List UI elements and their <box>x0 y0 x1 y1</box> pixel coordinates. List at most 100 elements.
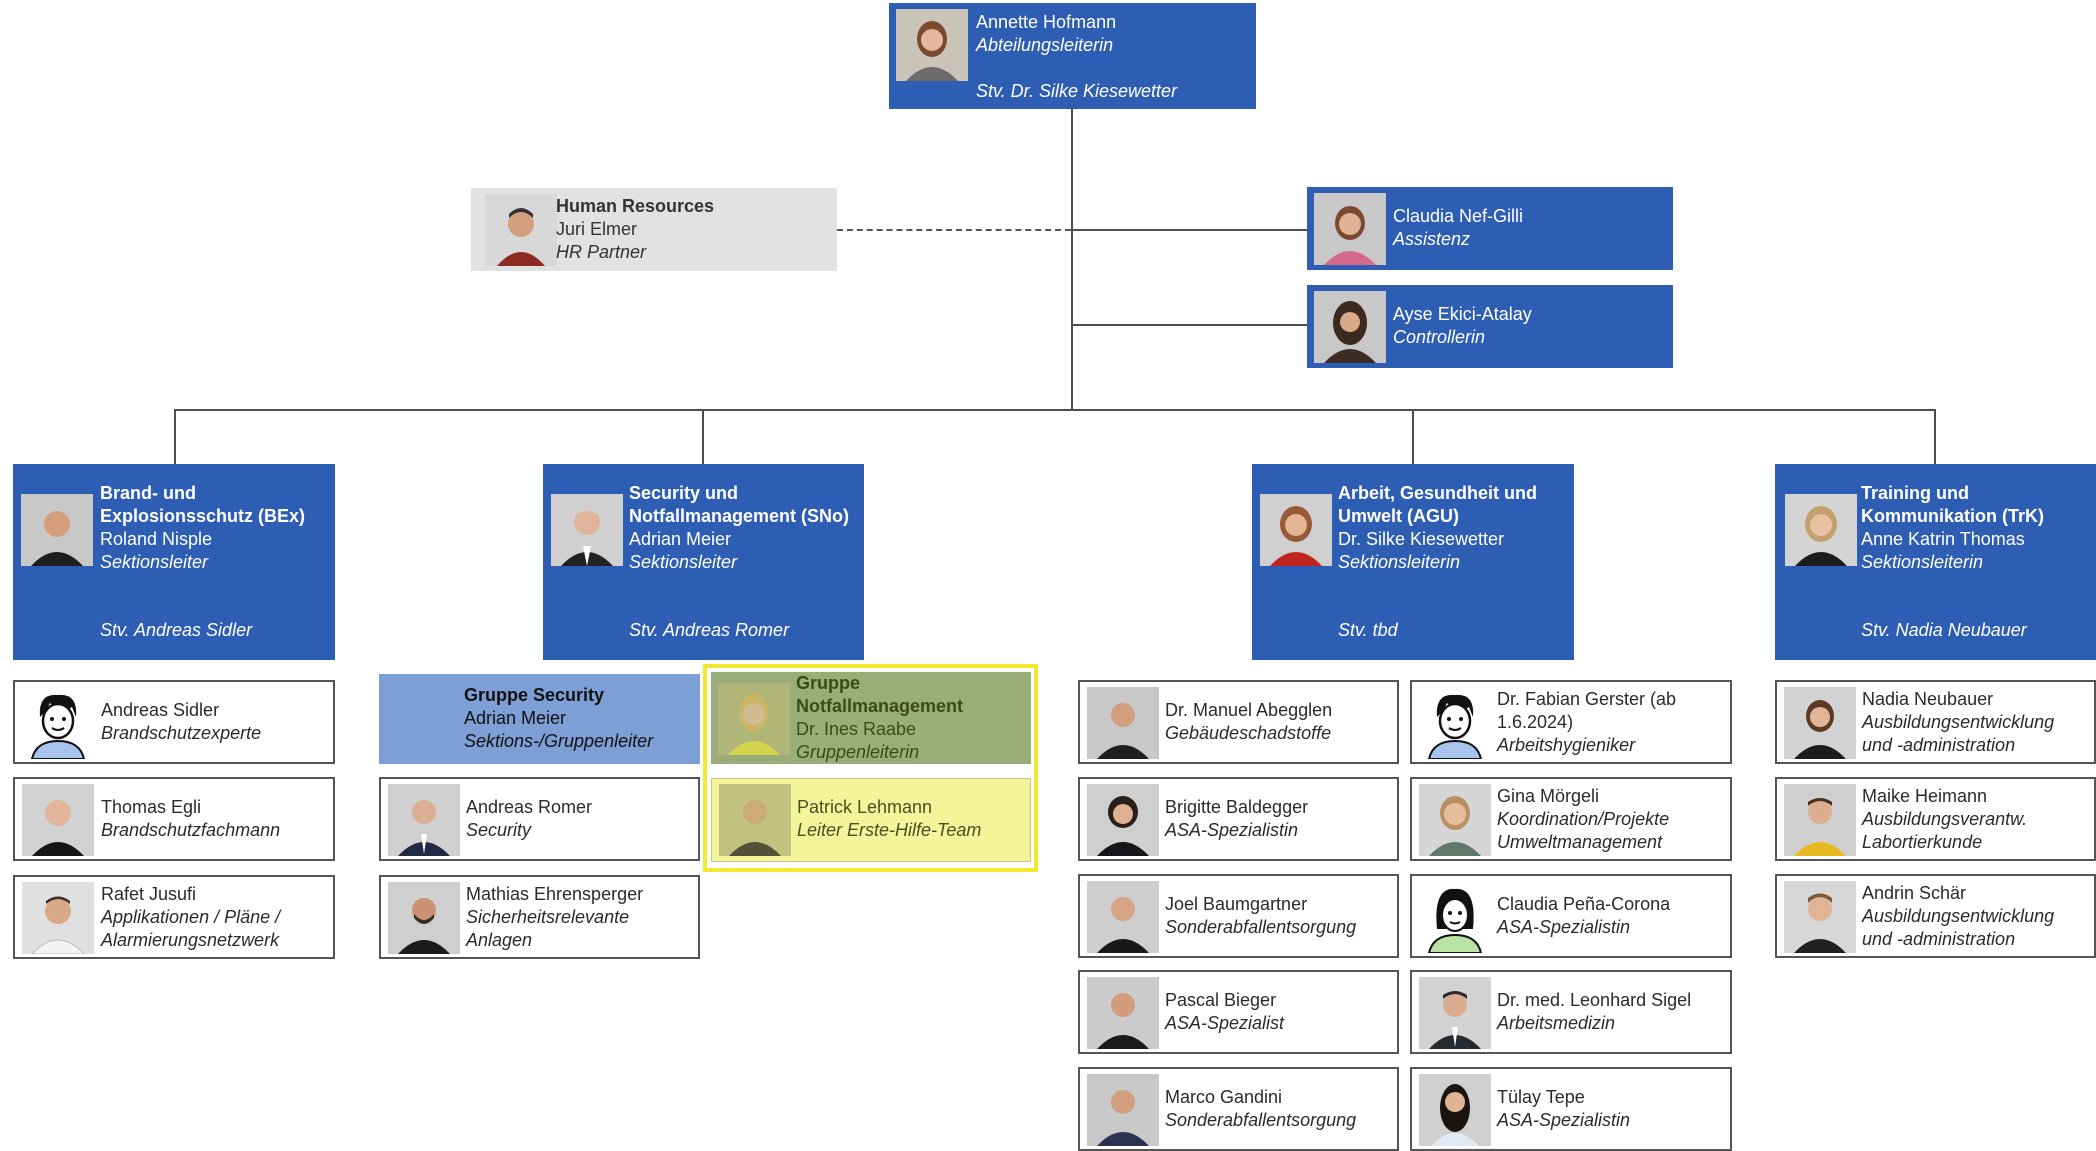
security-member-card: Mathias Ehrensperger Sicherheitsrelevant… <box>379 875 700 959</box>
emergency-member-name: Patrick Lehmann <box>797 797 933 817</box>
agu-member-name: Dr. med. Leonhard Sigel <box>1497 990 1692 1010</box>
section-sno-name: Adrian Meier <box>629 529 732 549</box>
agu-member-role: Gebäudeschadstoffe <box>1165 723 1332 743</box>
hr-photo <box>485 194 557 266</box>
agu-member-role: Sonderabfallentsorgung <box>1165 917 1357 937</box>
security-group-name: Adrian Meier <box>464 708 567 728</box>
section-bex-photo <box>21 494 93 566</box>
bex-member-photo <box>22 882 94 954</box>
agu-member-photo <box>1419 977 1491 1049</box>
section-agu-deputy: Stv. tbd <box>1338 620 1398 640</box>
security-group-role: Sektions-/Gruppenleiter <box>464 731 654 751</box>
agu-member-card: Gina Mörgeli Koordination/Projekte Umwel… <box>1410 777 1732 861</box>
trk-member-name: Maike Heimann <box>1862 786 1988 806</box>
agu-member-name: Brigitte Baldegger <box>1165 797 1309 817</box>
person-cartoon-icon <box>1419 687 1491 759</box>
agu-member-photo <box>1419 1074 1491 1146</box>
agu-member-name: Pascal Bieger <box>1165 990 1277 1010</box>
section-trk-role: Sektionsleiterin <box>1861 552 1984 572</box>
section-trk-deputy: Stv. Nadia Neubauer <box>1861 620 2027 640</box>
agu-member-role-2: Umweltmanagement <box>1497 832 1663 852</box>
section-bex-title2: Explosionsschutz (BEx) <box>100 506 306 526</box>
section-agu-role: Sektionsleiterin <box>1338 552 1461 572</box>
emergency-member-photo <box>719 784 791 856</box>
trk-member-photo <box>1784 784 1856 856</box>
hr-role: HR Partner <box>556 242 647 262</box>
connector-trk <box>1934 409 1936 464</box>
agu-member-card: Dr. Manuel Abegglen Gebäudeschadstoffe <box>1078 680 1399 764</box>
emergency-group-title1: Gruppe <box>796 673 861 693</box>
bex-member-role: Applikationen / Pläne / <box>101 907 281 927</box>
agu-member-card: Tülay Tepe ASA-Spezialistin <box>1410 1067 1732 1151</box>
security-member-name: Andreas Romer <box>466 797 593 817</box>
section-bex-title1: Brand- und <box>100 483 196 503</box>
connector-assistenz <box>1071 229 1307 231</box>
agu-member-name-2: 1.6.2024) <box>1497 712 1574 732</box>
emergency-member-card: Patrick Lehmann Leiter Erste-Hilfe-Team <box>711 778 1031 862</box>
bex-member-name: Andreas Sidler <box>101 700 220 720</box>
security-group-box: Gruppe Security Adrian Meier Sektions-/G… <box>379 674 700 764</box>
section-agu-title1: Arbeit, Gesundheit und <box>1338 483 1538 503</box>
section-trk-name: Anne Katrin Thomas <box>1861 529 2025 549</box>
security-member-role: Security <box>466 820 532 840</box>
bex-member-name: Rafet Jusufi <box>101 884 197 904</box>
bex-member-role-2: Alarmierungsnetzwerk <box>101 930 280 950</box>
agu-member-role: Arbeitshygieniker <box>1497 735 1636 755</box>
security-member-role-2: Anlagen <box>466 930 533 950</box>
hr-box: Human Resources Juri Elmer HR Partner <box>471 188 837 271</box>
section-sno-role: Sektionsleiter <box>629 552 738 572</box>
agu-member-name: Dr. Fabian Gerster (ab <box>1497 689 1677 709</box>
security-member-role: Sicherheitsrelevante <box>466 907 630 927</box>
staff-controlling-box: Ayse Ekici-Atalay Controllerin <box>1307 285 1673 368</box>
emergency-highlight-frame <box>703 664 1038 872</box>
section-sno-title1: Security und <box>629 483 739 503</box>
agu-member-photo <box>1419 784 1491 856</box>
security-group-title: Gruppe Security <box>464 685 605 705</box>
head-role: Abteilungsleiterin <box>976 35 1114 55</box>
trk-member-role: Ausbildungsverantw. <box>1862 809 2028 829</box>
trk-member-role: Ausbildungsentwicklung <box>1862 712 2055 732</box>
bex-member-card: Andreas Sidler Brandschutzexperte <box>13 680 335 764</box>
agu-member-photo <box>1087 881 1159 953</box>
bex-member-role: Brandschutzfachmann <box>101 820 281 840</box>
agu-member-name: Claudia Peña-Corona <box>1497 894 1671 914</box>
section-agu-photo <box>1260 494 1332 566</box>
staff-assistenz-role: Assistenz <box>1393 229 1471 249</box>
staff-controlling-photo <box>1314 291 1386 363</box>
trk-member-photo <box>1784 881 1856 953</box>
section-agu-name: Dr. Silke Kiesewetter <box>1338 529 1505 549</box>
agu-member-photo <box>1087 977 1159 1049</box>
agu-member-photo <box>1087 687 1159 759</box>
trk-member-role: Ausbildungsentwicklung <box>1862 906 2055 926</box>
trk-member-card: Andrin Schär Ausbildungsentwicklung und … <box>1775 874 2096 958</box>
section-agu-title2: Umwelt (AGU) <box>1338 506 1459 526</box>
section-sno-title2: Notfallmanagement (SNo) <box>629 506 850 526</box>
bex-member-photo <box>22 784 94 856</box>
section-bex-box: Brand- und Explosionsschutz (BEx) Roland… <box>13 464 335 660</box>
agu-member-role: ASA-Spezialist <box>1165 1013 1285 1033</box>
agu-member-photo <box>1087 784 1159 856</box>
trk-member-role-2: und -administration <box>1862 735 2016 755</box>
connector-hr-dashed <box>837 229 1071 231</box>
agu-member-card: Pascal Bieger ASA-Spezialist <box>1078 970 1399 1054</box>
agu-member-role: Arbeitsmedizin <box>1497 1013 1616 1033</box>
agu-member-name: Marco Gandini <box>1165 1087 1283 1107</box>
section-sno-deputy: Stv. Andreas Romer <box>629 620 790 640</box>
security-member-photo <box>388 882 460 954</box>
agu-member-card: Dr. Fabian Gerster (ab 1.6.2024) Arbeits… <box>1410 680 1732 764</box>
security-member-name: Mathias Ehrensperger <box>466 884 644 904</box>
agu-member-role: Koordination/Projekte <box>1497 809 1670 829</box>
connector-head-vertical <box>1071 108 1073 410</box>
staff-assistenz-photo <box>1314 193 1386 265</box>
security-member-card: Andreas Romer Security <box>379 777 700 861</box>
trk-member-role-2: Labortierkunde <box>1862 832 1983 852</box>
person-cartoon-icon <box>22 687 94 759</box>
section-bex-name: Roland Nisple <box>100 529 213 549</box>
connector-sections-horizontal <box>174 409 1935 411</box>
trk-member-role-2: und -administration <box>1862 929 2016 949</box>
section-bex-role: Sektionsleiter <box>100 552 209 572</box>
agu-member-role: ASA-Spezialistin <box>1165 820 1299 840</box>
emergency-group-box: Gruppe Notfallmanagement Dr. Ines Raabe … <box>711 672 1031 764</box>
head-name: Annette Hofmann <box>976 12 1117 32</box>
agu-member-card: Joel Baumgartner Sonderabfallentsorgung <box>1078 874 1399 958</box>
